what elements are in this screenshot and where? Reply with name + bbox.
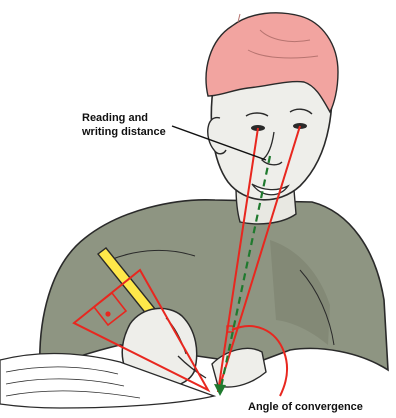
gaze-arrowhead [214, 384, 226, 396]
sweater [40, 200, 388, 370]
angle-of-convergence-label: Angle of convergence [248, 400, 363, 414]
reading-distance-label-line1: Reading and [82, 111, 166, 125]
reading-distance-label-line2: writing distance [82, 125, 166, 139]
reading-distance-label: Reading and writing distance [82, 111, 166, 139]
wrist-angle-dot [105, 311, 110, 316]
